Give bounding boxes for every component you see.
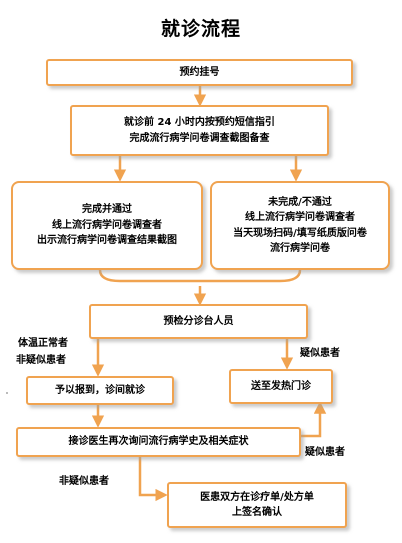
note-suspect-recheck: 疑似患者: [305, 447, 345, 458]
note-normal-temperature: 体温正常者: [18, 338, 68, 349]
label-undone-line2: 线上流行病学问卷调查者: [245, 212, 355, 223]
label-register-consult: 予以报到，诊间就诊: [55, 384, 145, 396]
label-done-line3: 出示流行病学问卷调查结果截图: [37, 235, 177, 247]
label-survey-line1: 就诊前 24 小时内按预约短信指引: [124, 117, 275, 128]
box-epidemiology-survey: 就诊前 24 小时内按预约短信指引 完成流行病学问卷调查截图备查: [70, 105, 329, 156]
box-doctor-recheck: 接诊医生再次询问流行病学史及相关症状: [16, 427, 301, 457]
arrow-recheck-to-fever: [300, 401, 327, 438]
box-survey-not-passed: 未完成/不通过 线上流行病学问卷调查者 当天现场扫码/填写纸质版问卷 流行病学问…: [210, 181, 390, 270]
note-suspect-triage: 疑似患者: [300, 348, 340, 359]
box-book-registration: 预约挂号: [46, 59, 353, 86]
label-fever-clinic: 送至发热门诊: [251, 380, 311, 392]
label-book-registration: 预约挂号: [179, 66, 220, 78]
label-sign-line2: 上签名确认: [232, 507, 282, 518]
label-survey-line2: 完成流行病学问卷调查截图备查: [129, 132, 270, 144]
label-sign-line1: 医患双方在诊疗单/处方单: [200, 491, 314, 503]
note-non-suspect-triage: 非疑似患者: [16, 355, 66, 366]
box-survey-passed: 完成并通过 线上流行病学问卷调查者 出示流行病学问卷调查结果截图: [11, 181, 203, 270]
box-register-consult: 予以报到，诊间就诊: [26, 376, 174, 405]
label-doctor-recheck: 接诊医生再次询问流行病学史及相关症状: [68, 436, 249, 448]
stray-dot: [6, 392, 8, 394]
label-undone-line4: 流行病学问卷: [270, 243, 330, 254]
label-undone-line1: 未完成/不通过: [268, 196, 332, 208]
merge-line: [98, 269, 302, 283]
box-fever-clinic: 送至发热门诊: [229, 369, 333, 404]
label-undone-line3: 当天现场扫码/填写纸质版问卷: [233, 227, 367, 239]
box-sign-confirm: 医患双方在诊疗单/处方单 上签名确认: [167, 482, 347, 528]
box-triage: 预检分诊台人员: [89, 304, 308, 339]
page-title: 就诊流程: [160, 18, 241, 40]
arrow-recheck-to-sign: [138, 456, 168, 502]
note-non-suspect-recheck: 非疑似患者: [59, 476, 109, 487]
label-done-line1: 完成并通过: [82, 204, 132, 216]
label-triage: 预检分诊台人员: [163, 315, 234, 327]
label-done-line2: 线上流行病学问卷调查者: [52, 219, 162, 231]
